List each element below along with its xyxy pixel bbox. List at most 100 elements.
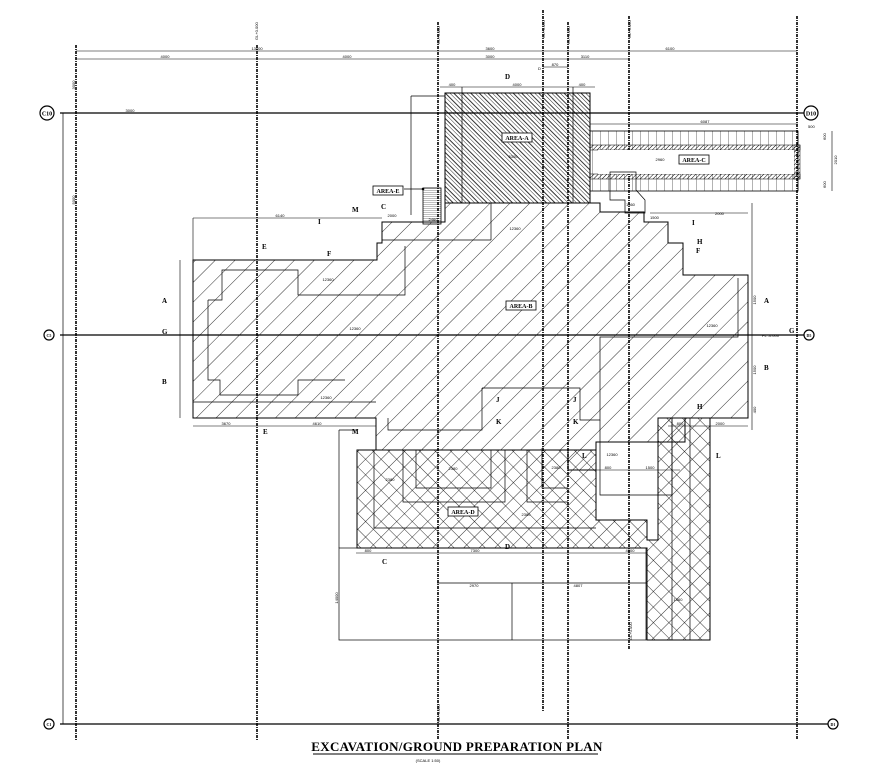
area-a-region xyxy=(444,92,591,204)
dim-area-c-edge2: 600 xyxy=(822,133,827,140)
gridline-tags: GL+0.000 GL+0.000 GL+0.000 GL+0.000 GL+0… xyxy=(254,20,633,722)
dim-right-8: 1500 xyxy=(650,215,660,220)
dim-area-c-edge: 500 xyxy=(808,124,815,129)
level-b-bottom-right: 12360 xyxy=(606,452,618,457)
section-a-left: A xyxy=(162,297,167,305)
level-e-step: 2460 xyxy=(429,217,439,222)
area-e-region xyxy=(422,187,442,225)
dim-area-c-length: 6087 xyxy=(701,119,711,124)
grid-bubble-c1: C1 xyxy=(43,718,55,730)
area-e-label: AREA-E xyxy=(376,189,399,195)
svg-text:C1: C1 xyxy=(47,722,52,727)
grid-bubble-d1: D1 xyxy=(827,718,839,730)
level-note: FL -0.000 xyxy=(762,333,780,338)
area-d-inner-2 xyxy=(402,450,506,503)
dim-right-1: 1500 xyxy=(752,295,757,305)
dim-area-a-1: 400 xyxy=(449,82,456,87)
level-b-lower: 12360 xyxy=(320,395,332,400)
area-a-level: 5300 xyxy=(509,154,519,159)
area-a-label: AREA-A xyxy=(505,136,529,142)
section-markers: A A B B C C D D E E F F G G H H I I J J … xyxy=(162,73,795,566)
dim-left-v3: 14000 xyxy=(334,592,339,604)
svg-text:D1: D1 xyxy=(831,722,836,727)
dim-d-lower-2: 4807 xyxy=(574,583,584,588)
level-c-step: 1360 xyxy=(626,202,636,207)
area-d-label: AREA-D xyxy=(451,510,475,516)
grid-bubble-d5: D5 xyxy=(803,329,815,341)
section-j-right: J xyxy=(573,396,577,404)
grid-bubble-c10: C10 xyxy=(39,105,55,121)
area-c-connector xyxy=(609,171,646,214)
dim-b-top-1: 6140 xyxy=(276,213,286,218)
gridline-tag-3: GL+0.000 xyxy=(541,20,546,38)
dim-top-d: 870 xyxy=(552,62,559,67)
svg-text:D5: D5 xyxy=(807,333,812,338)
dim-right-5: 2000 xyxy=(716,421,726,426)
level-d-2: 2380 xyxy=(449,466,459,471)
section-b-left: B xyxy=(162,378,167,386)
dim-area-a-3: 400 xyxy=(579,82,586,87)
gridline-tag-2: GL+0.000 xyxy=(436,26,441,44)
dim-d-bottom-3: 4000 xyxy=(626,548,636,553)
level-d-1: 2380 xyxy=(386,477,396,482)
level-d-4: 2380 xyxy=(522,512,532,517)
section-d-top: D xyxy=(505,73,510,81)
grid-bubble-c5: C5 xyxy=(43,329,55,341)
dim-top-2: 4000 xyxy=(343,54,353,59)
area-b-dimensions: 6140 2000 3670 4610 5000 3000 1500 1500 … xyxy=(71,80,757,471)
dim-right-3: 400 xyxy=(752,406,757,413)
section-a-right: A xyxy=(764,297,769,305)
section-i-right: I xyxy=(692,219,695,227)
dim-area-c-edge3: 600 xyxy=(822,181,827,188)
area-d-inner-4 xyxy=(526,450,568,503)
section-i-left: I xyxy=(318,218,321,226)
section-b-right: B xyxy=(764,364,769,372)
area-b-inner-left xyxy=(207,300,345,396)
section-e: E xyxy=(262,243,267,251)
dim-top-1: 4000 xyxy=(161,54,171,59)
area-b-inner-bottom xyxy=(387,388,483,431)
level-d-3: 2380 xyxy=(552,465,562,470)
area-b-inner-outline xyxy=(208,246,406,301)
area-c-level: 2960 xyxy=(656,157,666,162)
dim-right-4: 800 xyxy=(677,421,684,426)
section-f-left: F xyxy=(327,250,331,258)
section-c-bottom: C xyxy=(382,558,387,566)
section-m-top: M xyxy=(352,206,359,214)
section-c-top: C xyxy=(381,203,386,211)
dim-d-bottom-2: 7300 xyxy=(471,548,481,553)
section-e-bottom: E xyxy=(263,428,268,436)
dim-left-v1: 5000 xyxy=(71,195,76,205)
dim-area-a-2: 4000 xyxy=(513,82,523,87)
dim-top-6: 6100 xyxy=(666,46,676,51)
section-g-left: G xyxy=(162,328,168,336)
gridline-tag-4: GL+0.000 xyxy=(566,26,571,44)
dim-right-2: 1500 xyxy=(752,365,757,375)
svg-text:C5: C5 xyxy=(47,333,52,338)
dim-top-overall: 13000 xyxy=(251,46,263,51)
drawing-scale: (SCALE 1:50) xyxy=(416,758,441,763)
dim-left-v0: 3000 xyxy=(71,80,76,90)
section-f-right: F xyxy=(696,247,700,255)
area-d-region xyxy=(356,417,711,641)
area-c-region: 6087 2010 500 600 600 xyxy=(589,119,838,192)
section-h-top: H xyxy=(697,238,703,246)
area-labels: AREA-A 5300 AREA-B AREA-C 2960 AREA-D AR… xyxy=(372,132,710,517)
lower-outlines: 800 7300 4000 2970 4807 14000 xyxy=(334,429,647,641)
dim-d-lower-1: 2970 xyxy=(470,583,480,588)
section-l-right: L xyxy=(716,452,721,460)
grid-bubble-d10: D10 xyxy=(803,105,819,121)
level-mark-d: D xyxy=(538,66,541,71)
dim-top-4: 3000 xyxy=(486,54,496,59)
area-c-label: AREA-C xyxy=(682,158,705,164)
dim-top-3: 3600 xyxy=(486,46,496,51)
level-b-top: 12360 xyxy=(509,226,521,231)
dim-b-bottom-2: 4610 xyxy=(313,421,323,426)
dim-right-7: 1500 xyxy=(646,465,656,470)
gridline-tag-1: GL+0.000 xyxy=(254,22,259,40)
grid-bubbles: C10 C5 C1 D10 D5 D1 xyxy=(39,105,839,730)
dim-area-c-width: 2010 xyxy=(833,155,838,165)
gridline-tag-6: GL+0.000 xyxy=(628,622,633,640)
dim-b-bottom-1: 3670 xyxy=(222,421,232,426)
